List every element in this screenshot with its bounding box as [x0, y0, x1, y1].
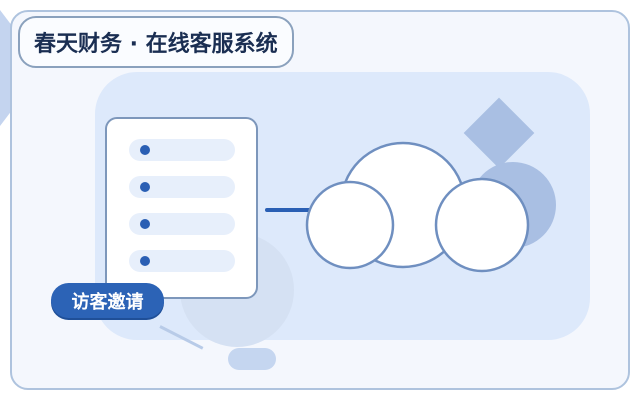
page-title: 春天财务 · 在线客服系统	[18, 16, 294, 68]
bullet-icon	[140, 182, 150, 192]
list-document-icon	[105, 117, 258, 299]
decor-pill-bottom	[228, 348, 276, 370]
bullet-icon	[140, 256, 150, 266]
bullet-icon	[140, 219, 150, 229]
list-item	[129, 139, 235, 161]
connector-line	[265, 208, 330, 212]
visitor-invite-badge: 访客邀请	[51, 283, 164, 318]
bullet-icon	[140, 145, 150, 155]
list-item	[129, 176, 235, 198]
list-item	[129, 250, 235, 272]
list-item	[129, 213, 235, 235]
cloud-icon	[305, 141, 530, 273]
